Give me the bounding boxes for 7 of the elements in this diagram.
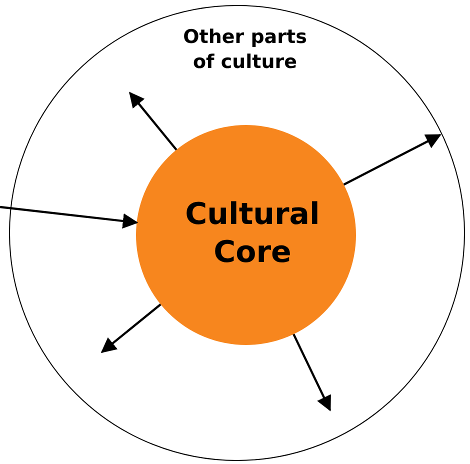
region-label: Other parts of culture bbox=[182, 25, 308, 75]
arrow bbox=[292, 334, 331, 412]
arrow bbox=[100, 304, 162, 353]
arrow bbox=[0, 206, 138, 229]
arrow bbox=[129, 92, 178, 150]
arrow bbox=[343, 134, 442, 186]
core-label: Cultural Core bbox=[184, 196, 321, 272]
